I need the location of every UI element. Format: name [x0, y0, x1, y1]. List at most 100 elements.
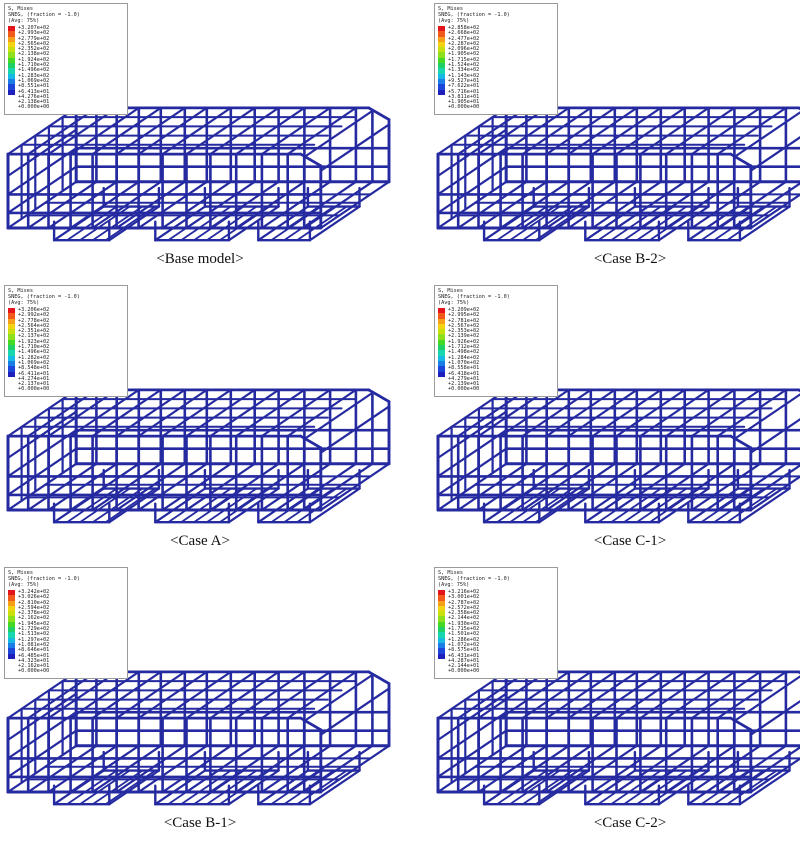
roof-bow: [137, 106, 208, 156]
legend-row: +2.993e+02: [8, 30, 127, 37]
roof-bow: [303, 109, 374, 159]
front-rail: [436, 128, 508, 177]
roof-bow: [91, 106, 162, 156]
floor-member: [137, 744, 208, 794]
legend-row: +2.162e+01: [8, 663, 127, 669]
legend-row: +1.905e+01: [438, 99, 557, 105]
legend-row: +3.242e+02: [8, 589, 127, 596]
legend-value: +1.297e+02: [18, 636, 50, 643]
legend-swatch: [8, 89, 15, 95]
roof-bow: [733, 393, 800, 441]
legend-swatch: [438, 653, 445, 659]
underbody-member: [521, 205, 574, 242]
legend-value: +0.000e+00: [18, 668, 50, 675]
floor-member: [749, 757, 800, 794]
roof-bow: [499, 670, 570, 720]
legend-header-line: SNEG, (fraction = -1.0): [8, 576, 80, 582]
legend-value: +2.594e+02: [18, 604, 50, 611]
legend-swatch: [8, 648, 15, 654]
roof-bow: [185, 670, 256, 720]
underbody-member: [610, 205, 662, 242]
underbody-member: [283, 205, 335, 242]
legend-swatch: [438, 600, 445, 606]
panel-caption: <Case B-1>: [163, 815, 237, 831]
underbody-member: [104, 487, 157, 524]
legend-value: +1.286e+02: [448, 636, 480, 643]
legend-swatch: [8, 595, 15, 601]
front-rail: [6, 165, 78, 214]
frame-member: [584, 769, 636, 806]
legend-swatch: [438, 334, 445, 340]
frame-member: [154, 487, 206, 524]
legend-value: +1.923e+02: [18, 338, 50, 345]
underbody-member: [91, 205, 144, 242]
underbody-member: [205, 487, 258, 524]
legend-swatch: [438, 308, 445, 314]
legend-swatch: [438, 52, 445, 58]
legend-row: +2.477e+02: [438, 36, 557, 42]
floor-member: [591, 744, 662, 794]
legend-swatch: [8, 313, 15, 319]
legend-row: +3.206e+02: [8, 307, 127, 314]
bus-frame-model: [436, 106, 800, 242]
floor-member: [436, 744, 508, 794]
legend-value: +1.926e+02: [448, 338, 480, 345]
roof-bow: [319, 405, 391, 454]
legend-row: +1.715e+02: [438, 626, 557, 633]
legend-swatch: [438, 47, 445, 53]
legend-swatch: [8, 355, 15, 361]
roof-bow: [521, 106, 592, 156]
underbody-member: [534, 205, 587, 242]
legend-swatch: [8, 31, 15, 37]
front-rail: [6, 692, 78, 741]
frame-member: [584, 205, 636, 242]
legend-row: +1.945e+02: [8, 620, 127, 628]
legend-value: +1.945e+02: [18, 620, 50, 627]
underbody-member: [180, 769, 232, 806]
underbody-member: [167, 205, 219, 242]
bus-frame-model: [6, 670, 391, 806]
legend-value: +6.418e+01: [448, 370, 480, 377]
front-rail: [6, 729, 78, 778]
floor-member: [161, 462, 232, 512]
frame-member: [227, 487, 280, 524]
floor-member: [733, 182, 800, 230]
roof-bow: [521, 670, 592, 720]
legend-value: +2.353e+02: [448, 328, 480, 335]
roof-bow: [521, 388, 592, 438]
underbody-member: [635, 769, 688, 806]
legend-row: +8.575e+01: [438, 647, 557, 654]
frame-member: [108, 769, 160, 806]
legend-value: +2.787e+02: [448, 599, 480, 606]
floor-member: [319, 744, 391, 794]
underbody-member: [610, 769, 662, 806]
front-rail: [436, 429, 508, 478]
legend-swatch: [438, 318, 445, 324]
legend-row: +1.069e+02: [8, 360, 127, 367]
legend-row: +9.527e+01: [438, 78, 557, 85]
legend-row: +8.558e+01: [438, 365, 557, 372]
roof-bow: [6, 106, 78, 156]
roof-bow: [161, 670, 232, 720]
roof-bow: [137, 388, 208, 438]
panel-caption: <Case B-2>: [593, 251, 667, 267]
underbody-member: [66, 487, 118, 524]
legend-header-line: (Avg: 75%): [438, 582, 470, 588]
roof-bow: [716, 106, 787, 156]
legend-row: +1.498e+02: [438, 350, 557, 356]
legend-value: +1.729e+02: [18, 626, 50, 633]
legend-row: +2.787e+02: [438, 599, 557, 606]
legend-value: +2.378e+02: [18, 610, 50, 617]
legend-swatch: [8, 600, 15, 606]
bus-frame-model: [436, 670, 800, 806]
legend-row: +2.352e+02: [8, 46, 127, 53]
legend-value: +6.413e+01: [18, 88, 50, 95]
roof-bow: [499, 106, 570, 156]
frame-member: [52, 769, 105, 806]
floor-member: [6, 180, 78, 230]
floor-member: [6, 744, 78, 794]
legend-swatch: [8, 26, 15, 32]
legend-value: +6.431e+01: [448, 652, 480, 659]
legend-swatch: [438, 616, 445, 622]
